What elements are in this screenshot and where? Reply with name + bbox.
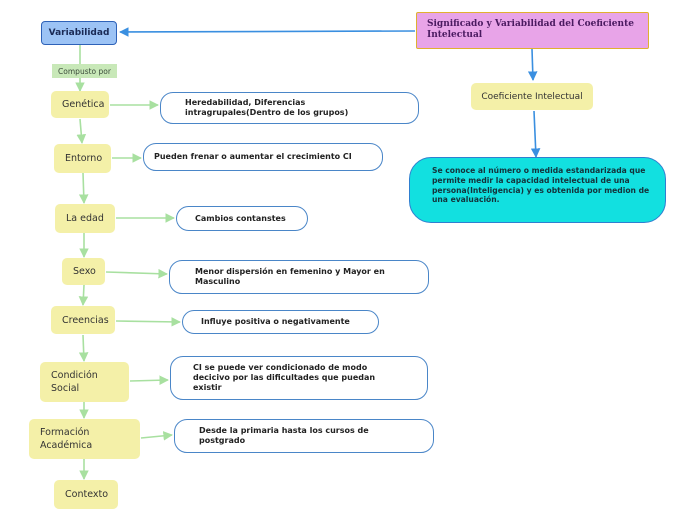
factor-label: Creencias [62, 314, 109, 326]
factor-condicion-social[interactable]: Condición Social [40, 362, 129, 402]
ci-node[interactable]: Coeficiente Intelectual [471, 83, 593, 110]
main-title-text: Significado y Variabilidad del Coeficien… [427, 19, 634, 40]
factor-sexo[interactable]: Sexo [62, 258, 105, 285]
factor-creencias[interactable]: Creencias [51, 306, 115, 334]
detail-text: Menor dispersión en femenino y Mayor en … [195, 267, 385, 286]
detail-entorno[interactable]: Pueden frenar o aumentar el crecimiento … [143, 143, 383, 171]
connector-genetica-entorno [76, 118, 87, 144]
connector-label-text: Compusto por [58, 66, 111, 76]
connector-entorno-edad [78, 172, 89, 204]
factor-label: Formación Académica [40, 427, 93, 451]
detail-text: Pueden frenar o aumentar el crecimiento … [154, 152, 352, 161]
detail-text: Cambios contanstes [195, 213, 286, 223]
detail-sexo[interactable]: Menor dispersión en femenino y Mayor en … [169, 260, 429, 294]
detail-genetica[interactable]: Heredabilidad, Diferencias intragrupales… [160, 92, 419, 124]
main-title-node[interactable]: Significado y Variabilidad del Coeficien… [416, 12, 649, 49]
connector-label-compuesto: Compusto por [52, 64, 117, 78]
factor-label: Entorno [65, 153, 103, 164]
connector-condicion-detail [129, 375, 169, 386]
connector-sexo-creencias [78, 284, 89, 306]
factor-entorno[interactable]: Entorno [54, 144, 111, 173]
detail-edad[interactable]: Cambios contanstes [176, 206, 308, 231]
root-label: Variabilidad [48, 28, 110, 38]
factor-edad[interactable]: La edad [55, 204, 115, 233]
root-node-variabilidad[interactable]: Variabilidad [41, 21, 117, 45]
connector-title-root [119, 27, 416, 37]
connector-formacion-detail [140, 431, 173, 441]
connector-sexo-detail [105, 268, 168, 279]
detail-text: Desde la primaria hasta los cursos de po… [199, 426, 369, 445]
factor-label: La edad [66, 213, 104, 224]
factor-label: Genética [62, 99, 105, 110]
detail-text: Heredabilidad, Diferencias intragrupales… [185, 98, 349, 117]
factor-genetica[interactable]: Genética [51, 91, 109, 118]
detail-creencias[interactable]: Influye positiva o negativamente [182, 310, 379, 334]
ci-definition-text: Se conoce al número o medida estandariza… [432, 166, 650, 205]
detail-text: Influye positiva o negativamente [201, 317, 350, 326]
connector-creencias-condicion [78, 334, 89, 362]
detail-formacion-academica[interactable]: Desde la primaria hasta los cursos de po… [174, 419, 434, 453]
factor-contexto[interactable]: Contexto [54, 480, 118, 509]
factor-label: Contexto [65, 489, 109, 500]
ci-label: Coeficiente Intelectual [481, 91, 583, 102]
ci-definition-node[interactable]: Se conoce al número o medida estandariza… [409, 157, 666, 223]
factor-formacion-academica[interactable]: Formación Académica [29, 419, 140, 459]
connector-ci-definition [530, 110, 541, 158]
factor-label: Sexo [73, 266, 96, 277]
connector-creencias-detail [115, 317, 181, 327]
factor-label: Condición Social [51, 370, 98, 394]
connector-title-ci [527, 48, 538, 81]
detail-text: CI se puede ver condicionado de modo dec… [193, 363, 376, 392]
detail-condicion-social[interactable]: CI se puede ver condicionado de modo dec… [170, 356, 428, 400]
